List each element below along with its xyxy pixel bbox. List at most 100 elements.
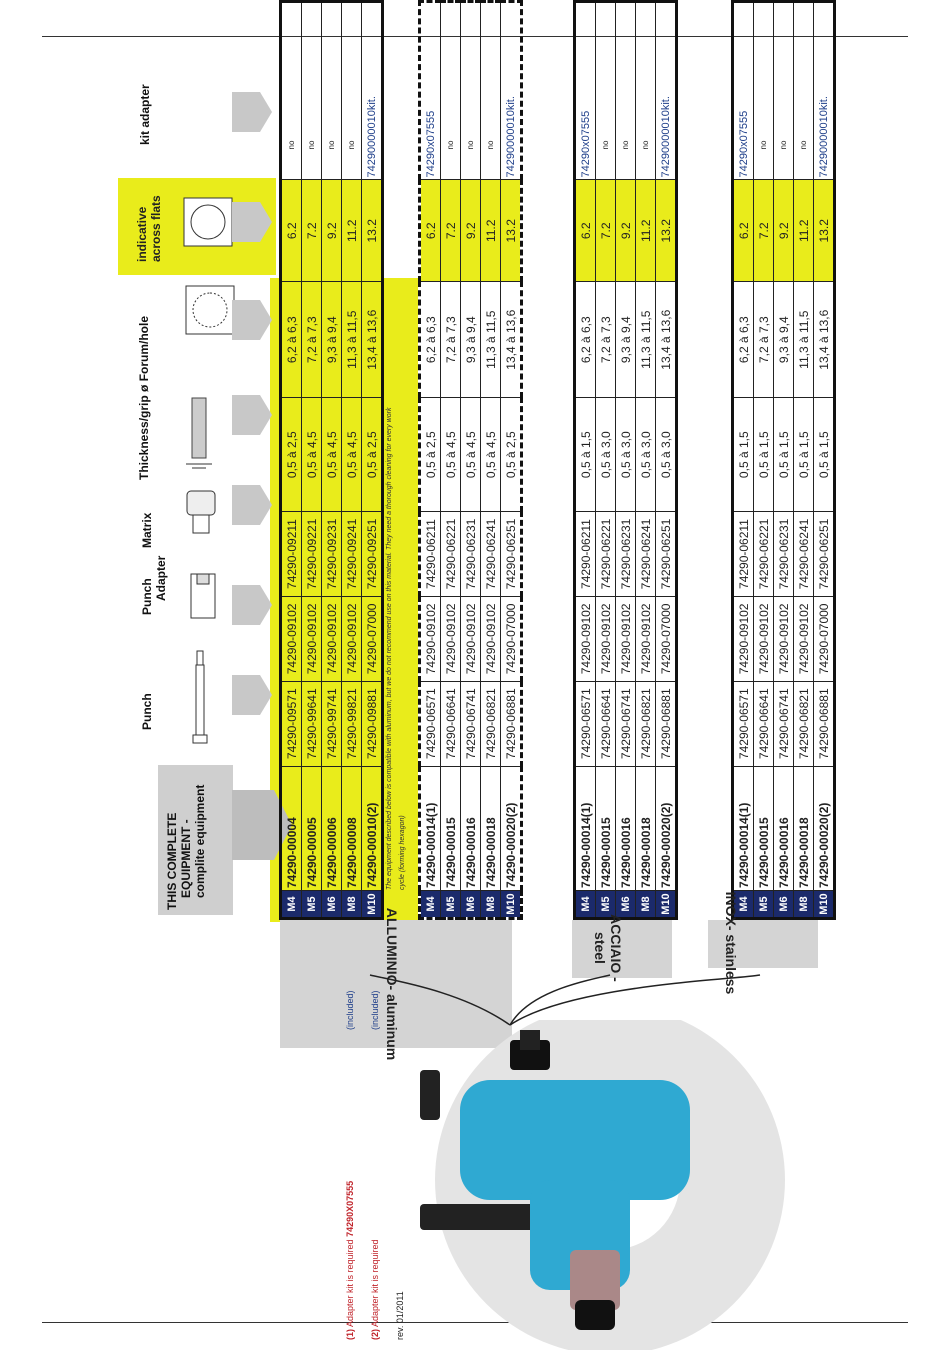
cell-across-flats: 13.2 — [361, 179, 383, 282]
cell-thickness: 0,5 à 2,5 — [500, 397, 522, 512]
cell-across-flats: 11.2 — [480, 179, 501, 282]
cell-hole-diameter: 13,4 à 13,6 — [500, 281, 522, 398]
cell-matrix-code: 74290-06231 — [615, 511, 636, 597]
cell-thickness: 0,5 à 1,5 — [574, 397, 596, 512]
cell-across-flats: 13.2 — [500, 179, 522, 282]
cell-punch-adapter-code: 74290-09102 — [793, 596, 814, 682]
cell-kit-adapter: no — [460, 1, 481, 180]
cell-punch-code: 74290-06641 — [595, 681, 616, 767]
cell-equipment-code: 74290-00018 — [480, 766, 501, 891]
cell-hole-diameter: 11,3 à 11,5 — [341, 281, 362, 398]
cell-equipment-code: 74290-00020(2) — [500, 766, 522, 891]
cell-punch-code: 74290-06881 — [500, 681, 522, 767]
cell-matrix-code: 74290-06241 — [793, 511, 814, 597]
cell-punch-code: 74290-06571 — [574, 681, 596, 767]
cell-punch-adapter-code: 74290-09102 — [301, 596, 322, 682]
header-kit-adapter: kit adapter — [138, 84, 152, 145]
cell-equipment-code: 74290-00018 — [635, 766, 656, 891]
cell-punch-adapter-code: 74290-09102 — [753, 596, 774, 682]
header-thickness: Thickness/grip ø Forum/hole — [137, 315, 151, 480]
cell-punch-adapter-code: 74290-09102 — [419, 596, 441, 682]
chevron-kit-adapter — [232, 92, 272, 132]
cell-punch-adapter-code: 74290-07000 — [655, 596, 677, 682]
cell-across-flats: 7.2 — [301, 179, 322, 282]
cell-across-flats: 6.2 — [574, 179, 596, 282]
cell-across-flats: 11.2 — [341, 179, 362, 282]
cell-punch-code: 74290-99741 — [321, 681, 342, 767]
cell-equipment-code: 74290-00020(2) — [813, 766, 835, 891]
cell-punch-code: 74290-99821 — [341, 681, 362, 767]
cell-across-flats: 13.2 — [813, 179, 835, 282]
cell-punch-code: 74290-06571 — [732, 681, 754, 767]
cell-punch-adapter-code: 74290-09102 — [595, 596, 616, 682]
cell-across-flats: 13.2 — [655, 179, 677, 282]
cell-size: M8 — [793, 890, 814, 919]
cell-kit-adapter: no — [480, 1, 501, 180]
cell-across-flats: 11.2 — [793, 179, 814, 282]
cell-equipment-code: 74290-00020(2) — [655, 766, 677, 891]
cell-punch-adapter-code: 74290-09102 — [574, 596, 596, 682]
chevron-punch-adapter — [232, 585, 272, 625]
cell-matrix-code: 74290-06231 — [773, 511, 794, 597]
cell-across-flats: 11.2 — [635, 179, 656, 282]
cell-equipment-code: 74290-00015 — [440, 766, 461, 891]
cell-kit-adapter: no — [793, 1, 814, 180]
cell-across-flats: 7.2 — [753, 179, 774, 282]
cell-across-flats: 6.2 — [732, 179, 754, 282]
cell-thickness: 0,5 à 4,5 — [440, 397, 461, 512]
cell-thickness: 0,5 à 3,0 — [655, 397, 677, 512]
cell-across-flats: 9.2 — [321, 179, 342, 282]
cell-size: M6 — [460, 890, 481, 919]
cell-hole-diameter: 6,2 à 6,3 — [574, 281, 596, 398]
matrix-icon — [186, 490, 216, 534]
cell-kit-adapter: 74290000010kit. — [813, 1, 835, 180]
cell-hole-diameter: 9,3 à 9,4 — [321, 281, 342, 398]
header-equipment: THIS COMPLETE EQUIPMENT - complite equip… — [165, 784, 207, 910]
cell-punch-adapter-code: 74290-07000 — [361, 596, 383, 682]
cell-punch-code: 74290-99641 — [301, 681, 322, 767]
revision: rev. 01/2011 — [395, 1291, 405, 1340]
cell-kit-adapter: no — [301, 1, 322, 180]
cell-punch-adapter-code: 74290-07000 — [500, 596, 522, 682]
connector-arrows — [369, 974, 761, 1026]
cell-thickness: 0,5 à 1,5 — [753, 397, 774, 512]
cell-size: M6 — [321, 890, 342, 919]
cell-matrix-code: 74290-06221 — [595, 511, 616, 597]
cell-punch-code: 74290-06641 — [440, 681, 461, 767]
included-1: (included) — [345, 990, 355, 1030]
cell-punch-adapter-code: 74290-09102 — [341, 596, 362, 682]
cell-hole-diameter: 7,2 à 7,3 — [301, 281, 322, 398]
cell-size: M10 — [813, 890, 835, 919]
cell-size: M8 — [341, 890, 362, 919]
cell-matrix-code: 74290-09221 — [301, 511, 322, 597]
chevron-punch — [232, 675, 272, 715]
cell-across-flats: 9.2 — [460, 179, 481, 282]
cell-hole-diameter: 6,2 à 6,3 — [419, 281, 441, 398]
cell-across-flats: 9.2 — [773, 179, 794, 282]
cell-equipment-code: 74290-00015 — [753, 766, 774, 891]
cell-equipment-code: 74290-00014(1) — [419, 766, 441, 891]
cell-thickness: 0,5 à 1,5 — [813, 397, 835, 512]
cell-matrix-code: 74290-09251 — [361, 511, 383, 597]
cell-punch-adapter-code: 74290-09102 — [321, 596, 342, 682]
cell-punch-code: 74290-09571 — [280, 681, 302, 767]
cell-kit-adapter: no — [595, 1, 616, 180]
cell-across-flats: 9.2 — [615, 179, 636, 282]
cell-matrix-code: 74290-06231 — [460, 511, 481, 597]
cell-across-flats: 7.2 — [595, 179, 616, 282]
cell-matrix-code: 74290-06221 — [753, 511, 774, 597]
cell-kit-adapter: no — [615, 1, 636, 180]
footnote-1: (1) Adapter kit is required 74290X07555 — [345, 1180, 355, 1340]
top-rule — [42, 36, 908, 37]
cell-punch-adapter-code: 74290-09102 — [480, 596, 501, 682]
cell-hole-diameter: 9,3 à 9,4 — [460, 281, 481, 398]
cell-matrix-code: 74290-06221 — [440, 511, 461, 597]
